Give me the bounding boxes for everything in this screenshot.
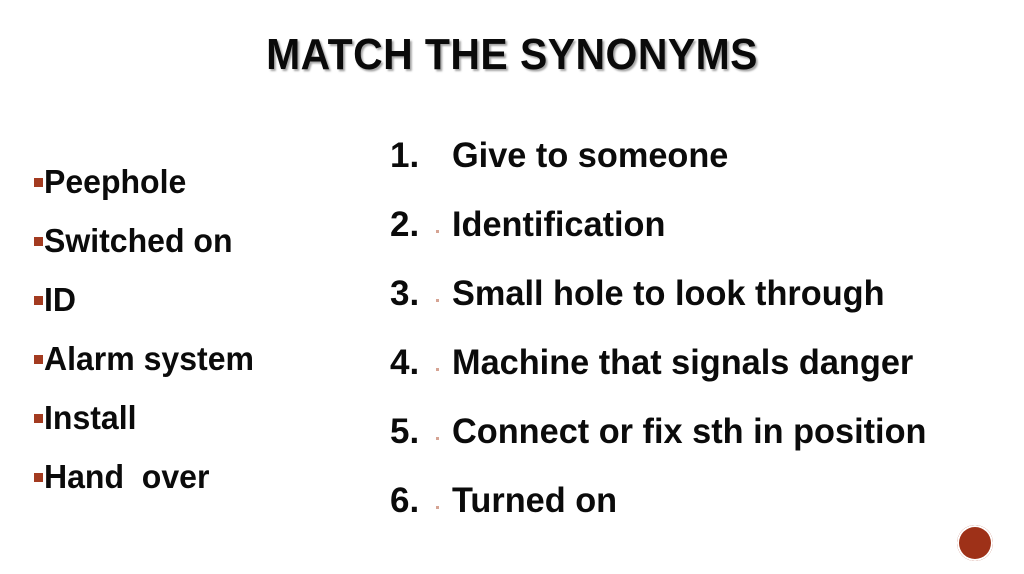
list-item[interactable]: Peephole — [34, 163, 364, 222]
list-item-label: Peephole — [44, 163, 187, 200]
page-title: Match the Synonyms — [266, 30, 758, 79]
list-item-label: Install — [44, 399, 137, 436]
list-item[interactable]: Alarm system — [34, 340, 364, 399]
bullet-artifact-icon — [436, 299, 439, 302]
bullet-artifact-icon — [436, 161, 439, 164]
synonyms-left-list: Peephole Switched on ID Alarm system Ins… — [34, 163, 364, 517]
square-bullet-icon — [34, 355, 43, 364]
list-item-number: 2. — [390, 205, 420, 244]
list-item-number: 3. — [390, 274, 420, 313]
list-item[interactable]: 1. Give to someone — [390, 136, 1015, 205]
round-seal-logo-icon — [957, 525, 993, 561]
list-item-label: Give to someone — [452, 136, 729, 175]
square-bullet-icon — [34, 414, 43, 423]
list-item[interactable]: Install — [34, 399, 364, 458]
list-item-number: 1. — [390, 136, 420, 175]
list-item-label: Connect or fix sth in position — [452, 412, 927, 451]
list-item-label: Hand over — [44, 458, 210, 495]
definitions-right-list: 1. Give to someone 2. Identification 3. … — [390, 136, 1015, 550]
square-bullet-icon — [34, 178, 43, 187]
bullet-artifact-icon — [436, 437, 439, 440]
list-item-label: ID — [44, 281, 77, 318]
square-bullet-icon — [34, 296, 43, 305]
list-item-label: Machine that signals danger — [452, 343, 914, 382]
square-bullet-icon — [34, 237, 43, 246]
list-item-label: Identification — [452, 205, 666, 244]
list-item[interactable]: 3. Small hole to look through — [390, 274, 1015, 343]
list-item[interactable]: ID — [34, 281, 364, 340]
list-item[interactable]: 2. Identification — [390, 205, 1015, 274]
bullet-artifact-icon — [436, 368, 439, 371]
square-bullet-icon — [34, 473, 43, 482]
list-item[interactable]: Hand over — [34, 458, 364, 517]
list-item[interactable]: 6. Turned on — [390, 481, 1015, 550]
list-item[interactable]: 5. Connect or fix sth in position — [390, 412, 1015, 481]
bullet-artifact-icon — [436, 230, 439, 233]
list-item-label: Switched on — [44, 222, 233, 259]
list-item-number: 5. — [390, 412, 420, 451]
list-item-label: Small hole to look through — [452, 274, 885, 313]
list-item[interactable]: 4. Machine that signals danger — [390, 343, 1015, 412]
list-item[interactable]: Switched on — [34, 222, 364, 281]
list-item-label: Turned on — [452, 481, 618, 520]
list-item-number: 6. — [390, 481, 420, 520]
list-item-number: 4. — [390, 343, 420, 382]
bullet-artifact-icon — [436, 506, 439, 509]
list-item-label: Alarm system — [44, 340, 254, 377]
